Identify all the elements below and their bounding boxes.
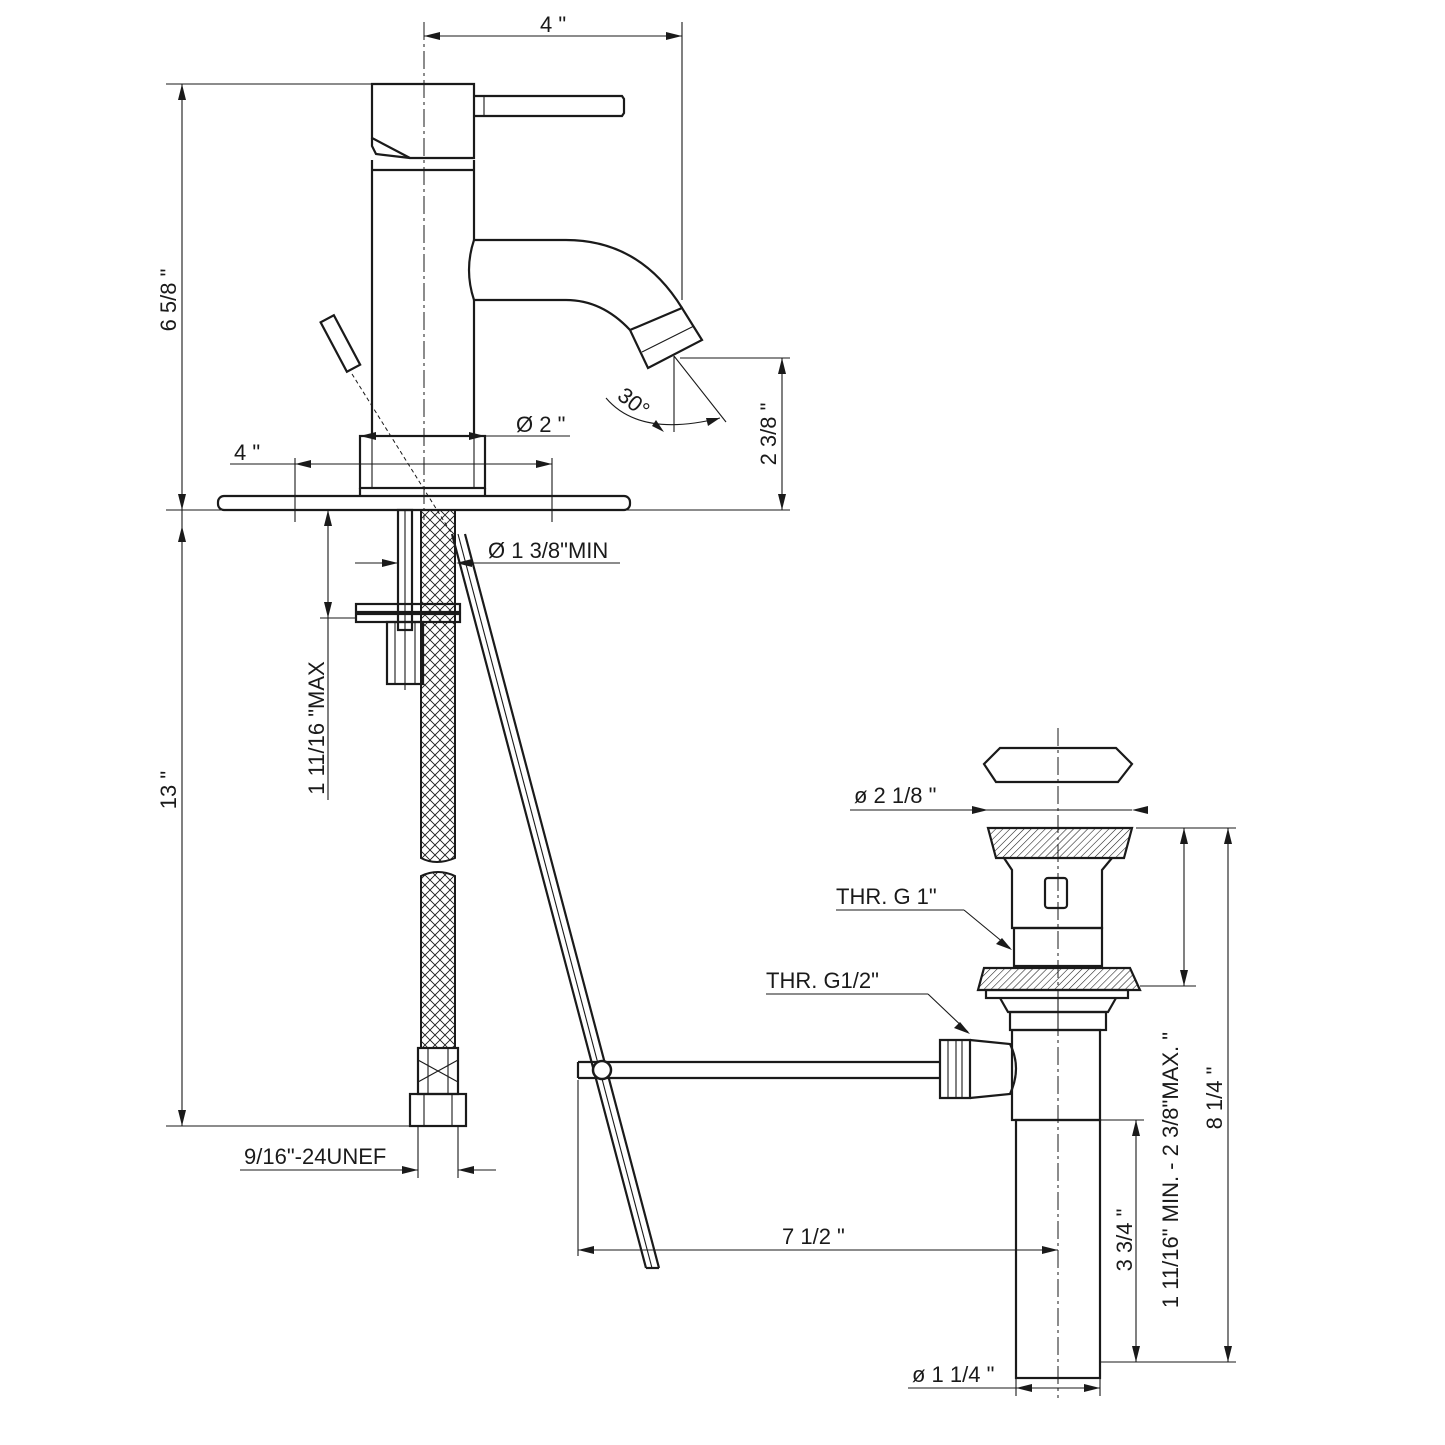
dim-drain-range: 1 11/16" MIN. - 2 3/8"MAX. " [1158,1032,1183,1308]
dim-deck-thickness: 1 11/16 "MAX [304,661,329,795]
dimension-lines [166,22,1236,1396]
dim-drain-total: 8 1/4 " [1202,1067,1227,1130]
dim-hose-thread: 9/16"-24UNEF [244,1144,386,1169]
linkage-rod [576,1059,940,1081]
dim-faucet-height: 6 5/8 " [156,269,181,332]
faucet-body [216,22,704,520]
dim-base-diameter: Ø 2 " [516,412,565,437]
braided-hose [408,509,468,1128]
dim-thread-g-half: THR. G1/2" [766,968,879,993]
dim-spout-angle: 30° [613,382,655,422]
dim-tail-diameter: ø 1 1/4 " [912,1362,994,1387]
dimension-labels: 4 " 6 5/8 " Ø 2 " 4 " 30° 2 3/8 " Ø 1 3/… [156,12,1227,1387]
dim-rod-length: 7 1/2 " [782,1224,845,1249]
dim-drain-cap-diameter: ø 2 1/8 " [854,783,936,808]
dim-spread-width: 4 " [234,440,260,465]
dim-spout-height: 2 3/8 " [756,403,781,466]
dim-thread-g1: THR. G 1" [836,884,937,909]
dim-top-width: 4 " [540,12,566,37]
dim-hole-min: Ø 1 3/8"MIN [488,538,608,563]
dim-hose-length: 13 " [156,771,181,809]
dim-tail-length: 3 3/4 " [1112,1209,1137,1272]
pivot-ball [591,1059,613,1081]
lift-rod [319,313,661,1270]
drain-assembly [938,728,1142,1398]
